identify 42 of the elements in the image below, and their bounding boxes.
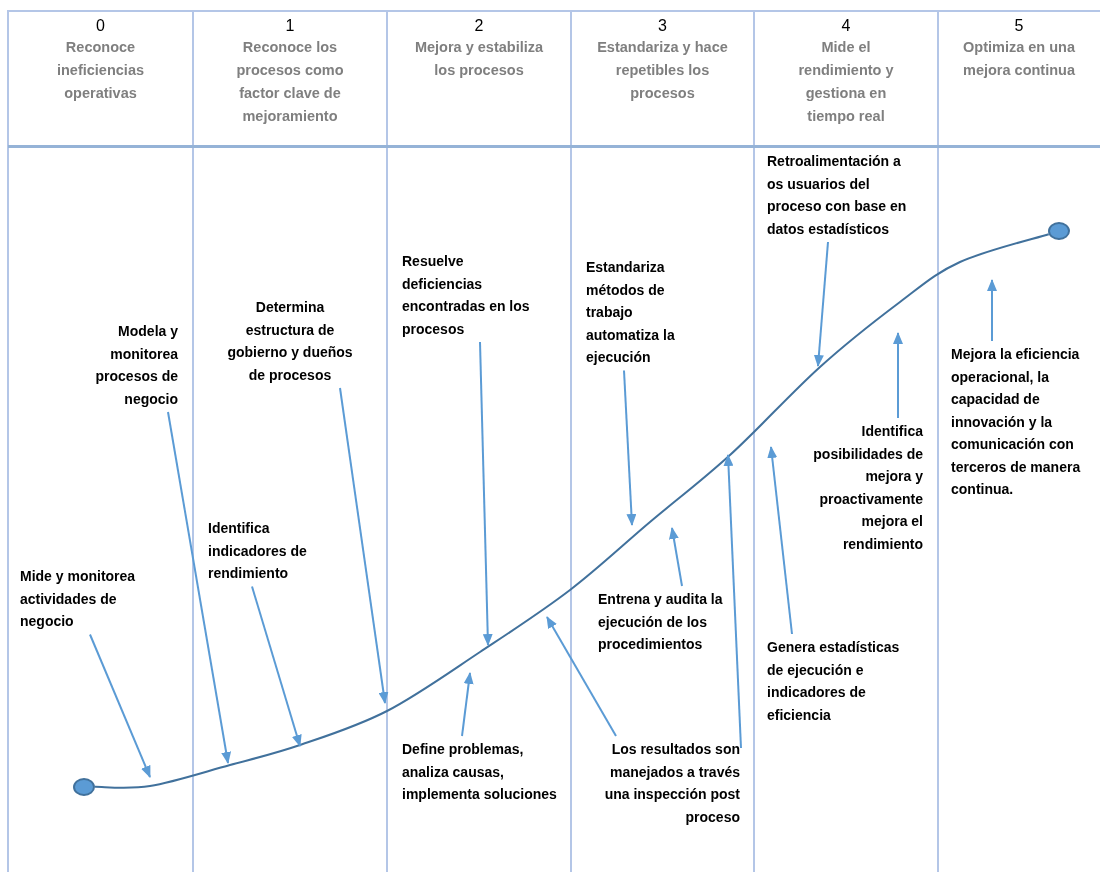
stage-title: Reconoce ineficiencias operativas (55, 38, 145, 103)
annotation-text: Modela y monitorea procesos de negocio (63, 320, 178, 410)
stage-number: 3 (658, 16, 667, 36)
stage-number: 4 (841, 16, 851, 36)
stage-number: 1 (285, 16, 295, 36)
stage-number: 0 (96, 16, 105, 36)
leader-arrow (893, 332, 903, 419)
annotation-text: Identifica posibilidades de mejora y proactivamente mejora el rendimiento (800, 420, 923, 555)
leader-arrow (89, 633, 151, 778)
annotation-text: Entrena y audita la ejecución de los procedimientos (598, 588, 743, 656)
annotation-text: Genera estadísticas de ejecución e indicadores de eficiencia (767, 636, 902, 726)
annotation-text: Mejora la eficiencia operacional, la capacidad de innovación y la comunicación con terceros de manera continua. (951, 343, 1101, 501)
endpoint-circle (1048, 222, 1070, 240)
annotation-text: Define problemas, analiza causas, implementa soluciones (402, 738, 557, 806)
annotation-text: Mide y monitorea actividades de negocio (20, 565, 170, 633)
annotation-text: Retroalimentación a os usuarios del proceso con base en datos estadísticos (767, 150, 912, 240)
stage-title: Mejora y estabiliza los procesos (413, 38, 545, 80)
stage-title: Optimiza en una mejora continua (962, 38, 1076, 80)
endpoint-circle (73, 778, 95, 796)
stage-title: Mide el rendimiento y gestiona en tiempo real (797, 38, 895, 126)
leader-arrow (987, 279, 997, 342)
leader-arrow (339, 387, 389, 704)
annotation-text: Resuelve deficiencias encontradas en los procesos (402, 250, 537, 340)
growth-curve (94, 233, 1050, 789)
stage-title: Reconoce los procesos como factor clave de mejoramiento (235, 38, 345, 126)
annotation-text: Los resultados son manejados a través una inspección post proceso (600, 738, 740, 828)
annotation-text: Estandariza métodos de trabajo automatiza la ejecución (586, 256, 704, 369)
leader-arrow (767, 446, 793, 635)
leader-arrow (668, 527, 683, 587)
annotation-text: Identifica indicadores de rendimiento (208, 517, 338, 585)
leader-arrow (623, 369, 637, 526)
leader-arrow (461, 672, 474, 737)
leader-arrow (479, 341, 493, 646)
stage-number: 5 (1014, 16, 1024, 36)
leader-arrow (167, 411, 232, 764)
annotation-text: Determina estructura de gobierno y dueños de procesos (220, 296, 360, 386)
leader-arrow (546, 616, 617, 737)
stage-number: 2 (474, 16, 484, 36)
leader-arrow (723, 454, 742, 749)
leader-arrow (251, 585, 302, 747)
stage-title: Estandariza y hace repetibles los procesos (596, 38, 729, 103)
leader-arrow (813, 241, 829, 367)
